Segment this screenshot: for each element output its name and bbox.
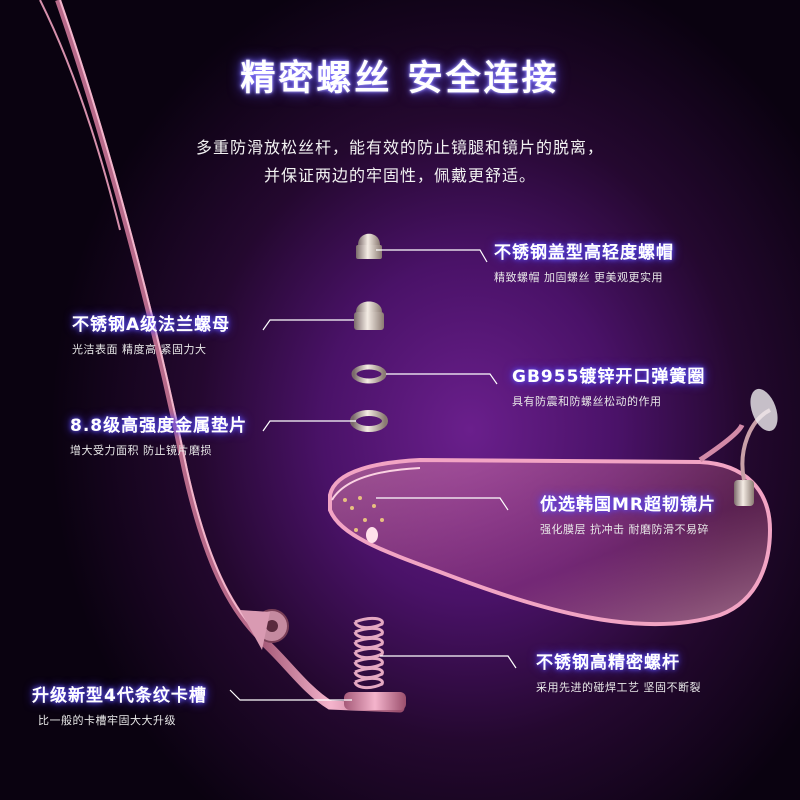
spring-washer-part: [351, 364, 387, 384]
cap-nut-part: [356, 233, 382, 259]
spring-washer-name: GB955镀锌开口弹簧圈: [512, 367, 706, 387]
groove-name: 升级新型4代条纹卡槽: [32, 686, 207, 706]
lens-shape: [328, 388, 778, 627]
metal-washer-desc: 增大受力面积 防止镜片磨损: [70, 444, 212, 457]
screw-rod-part: [344, 616, 406, 710]
lens-desc: 强化膜层 抗冲击 耐磨防滑不易碎: [540, 523, 709, 536]
spring-washer-desc: 具有防震和防螺丝松动的作用: [512, 395, 662, 408]
leader-lines: [229, 249, 517, 701]
cap-nut-desc: 精致螺帽 加固螺丝 更美观更实用: [494, 271, 663, 284]
label-screw-rod: 不锈钢高精密螺杆 采用先进的碰焊工艺 坚固不断裂: [536, 648, 701, 695]
label-spring-washer: GB955镀锌开口弹簧圈 具有防震和防螺丝松动的作用: [512, 362, 705, 409]
label-lens: 优选韩国MR超韧镜片 强化膜层 抗冲击 耐磨防滑不易碎: [540, 490, 716, 537]
label-cap-nut: 不锈钢盖型高轻度螺帽 精致螺帽 加固螺丝 更美观更实用: [494, 238, 674, 285]
lens-name: 优选韩国MR超韧镜片: [540, 495, 717, 515]
metal-washer-name: 8.8级高强度金属垫片: [70, 416, 248, 436]
cap-nut-name: 不锈钢盖型高轻度螺帽: [494, 243, 674, 263]
subtitle-line-2: 并保证两边的牢固性，佩戴更舒适。: [263, 166, 536, 185]
label-metal-washer: 8.8级高强度金属垫片 增大受力面积 防止镜片磨损: [70, 411, 247, 458]
flange-nut-desc: 光洁表面 精度高 紧固力大: [72, 343, 207, 356]
screw-rod-name: 不锈钢高精密螺杆: [536, 653, 680, 673]
page-title: 精密螺丝 安全连接: [240, 59, 560, 99]
label-groove: 升级新型4代条纹卡槽 比一般的卡槽牢固大大升级: [32, 681, 207, 728]
label-flange-nut: 不锈钢A级法兰螺母 光洁表面 精度高 紧固力大: [72, 310, 230, 357]
subtitle-line-1: 多重防滑放松丝杆，能有效的防止镜腿和镜片的脱离，: [195, 138, 604, 157]
groove-desc: 比一般的卡槽牢固大大升级: [38, 714, 176, 727]
screw-rod-desc: 采用先进的碰焊工艺 坚固不断裂: [536, 681, 701, 694]
flange-nut-part: [354, 301, 384, 330]
temple-arm: [39, 0, 405, 713]
flange-nut-name: 不锈钢A级法兰螺母: [72, 315, 231, 335]
